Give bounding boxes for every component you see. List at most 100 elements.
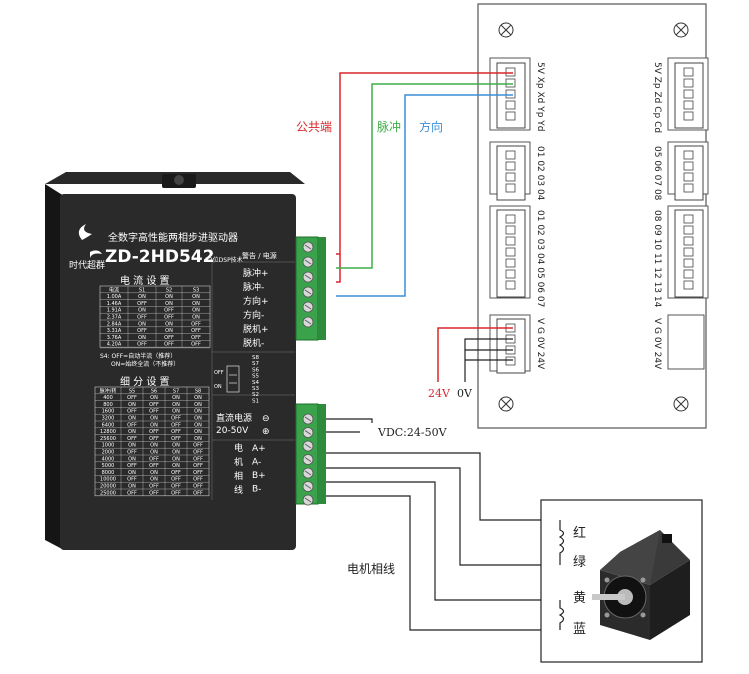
table-cell: 3.76A (107, 335, 122, 341)
terminal-pin (505, 258, 516, 268)
table-cell: 2000 (102, 450, 115, 456)
table-cell: ON (138, 321, 146, 327)
table-cell: 20000 (100, 484, 116, 490)
table-cell: ON (150, 450, 158, 456)
table-cell: 1600 (102, 409, 115, 415)
table-cell: OFF (171, 436, 181, 442)
table-cell: OFF (149, 456, 159, 462)
table-cell: ON (194, 436, 202, 442)
terminal-pin (505, 356, 516, 366)
terminal-pin (683, 183, 694, 193)
table-cell: ON (172, 450, 180, 456)
table-cell: OFF (191, 342, 201, 348)
table-cell: OFF (191, 321, 201, 327)
table-cell: OFF (193, 470, 203, 476)
table-header: 电流 (109, 286, 119, 293)
terminal-pin (683, 236, 694, 246)
direction-label: 方向 (419, 119, 443, 134)
table-cell: ON (165, 294, 173, 300)
screw-icon (673, 396, 689, 412)
table-cell: ON (128, 470, 136, 476)
table-cell: ON (172, 409, 180, 415)
terminal-pin (505, 150, 516, 160)
connector-block (496, 318, 526, 374)
controller-board: 5V Xp Xd Yp Yd 01 02 03 04 01 02 03 04 0… (477, 3, 709, 429)
table-cell: 1000 (102, 443, 115, 449)
terminal-pin (505, 161, 516, 171)
terminal-pin (505, 78, 516, 88)
phase-label: B- (252, 485, 261, 495)
table-cell: ON (194, 429, 202, 435)
table-cell: OFF (127, 395, 137, 401)
table-cell: OFF (127, 422, 137, 428)
table-cell: 25000 (100, 490, 116, 496)
table-cell: ON (172, 402, 180, 408)
table-cell: OFF (149, 409, 159, 415)
table-cell: OFF (193, 477, 203, 483)
power-terminal-block (295, 403, 326, 506)
table-cell: ON (128, 456, 136, 462)
terminal-pin (505, 225, 516, 235)
table-cell: OFF (193, 443, 203, 449)
plus-symbol: ⊕ (262, 427, 270, 437)
table-cell: OFF (137, 342, 147, 348)
common-wire-2 (336, 254, 341, 283)
table-cell: ON (128, 443, 136, 449)
terminal-pin (683, 258, 694, 268)
dip-switch-label: S6 (252, 367, 259, 373)
terminal-screw-icon (302, 301, 314, 313)
table-cell: ON (194, 395, 202, 401)
dip-switch-label: S5 (252, 374, 259, 380)
table-cell: ON (192, 308, 200, 314)
dc-power-label: 直流电源 (216, 412, 252, 424)
table-cell: 800 (103, 402, 113, 408)
table-cell: ON (192, 315, 200, 321)
table-cell: ON (128, 429, 136, 435)
controller-left-connectors (489, 57, 531, 374)
phase-label: A- (252, 458, 261, 468)
terminal-screw-icon (302, 286, 314, 298)
table-cell: 5000 (102, 463, 115, 469)
table-cell: 8000 (102, 470, 115, 476)
controller-right-connectors (667, 57, 709, 370)
s4-note-2: ON=始终全流（不推荐） (111, 360, 179, 368)
table-cell: ON (138, 294, 146, 300)
table-cell: OFF (171, 429, 181, 435)
table-cell: 3.31A (107, 328, 122, 334)
signal-label: 脱机+ (243, 323, 269, 335)
right-lower-label: 08 09 10 11 12 13 14 (652, 210, 662, 308)
signal-terminal-block (295, 236, 326, 341)
table-cell: ON (165, 328, 173, 334)
terminal-pin (683, 269, 694, 279)
table-header: 脉冲/转 (100, 387, 117, 394)
connector-block (496, 209, 526, 298)
connector-block (674, 62, 704, 129)
terminal-pin (683, 247, 694, 257)
table-cell: OFF (171, 490, 181, 496)
terminal-screw-icon (302, 256, 314, 268)
table-cell: ON (165, 321, 173, 327)
terminal-pin (505, 247, 516, 257)
table-cell: ON (194, 416, 202, 422)
table-header: S2 (166, 287, 172, 293)
table-cell: OFF (149, 402, 159, 408)
terminal-screw-icon (302, 413, 314, 425)
table-cell: ON (192, 294, 200, 300)
empty-slot (667, 314, 705, 370)
signal-label: 脱机- (243, 337, 264, 349)
table-cell: ON (172, 463, 180, 469)
terminal-pin (683, 78, 694, 88)
terminal-pin (505, 280, 516, 290)
table-header: S5 (129, 388, 135, 394)
table-cell: OFF (164, 335, 174, 341)
table-cell: OFF (127, 490, 137, 496)
table-cell: ON (150, 422, 158, 428)
table-cell: OFF (127, 436, 137, 442)
table-cell: OFF (171, 470, 181, 476)
right-col-label: 5V Zp Zd Cp Cd (652, 62, 662, 133)
current-title: 电 流 设 置 (120, 274, 170, 287)
table-cell: OFF (137, 328, 147, 334)
terminal-screw-icon (302, 481, 314, 492)
